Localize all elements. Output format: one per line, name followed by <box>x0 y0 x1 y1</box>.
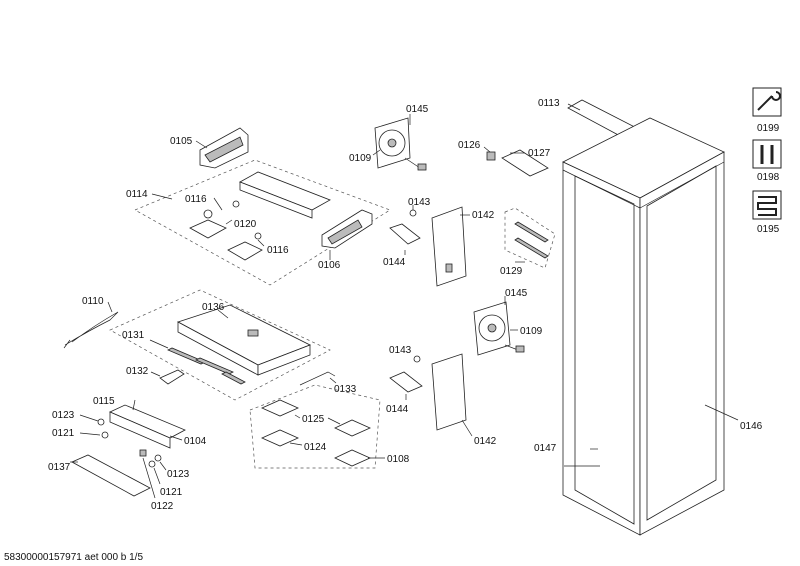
part-0142-cover-a <box>431 206 467 287</box>
zone-top-left <box>134 159 391 286</box>
part-0123-screw-b <box>154 454 162 462</box>
heating-coil-icon <box>752 190 782 220</box>
label-0121-b: 0121 <box>160 487 183 498</box>
label-0113: 0113 <box>538 98 560 109</box>
part-0125-filter-a <box>261 399 299 417</box>
label-0147: 0147 <box>534 443 557 454</box>
zone-bottom <box>249 384 381 469</box>
label-0144-b: 0144 <box>386 404 409 415</box>
label-0146: 0146 <box>740 421 763 432</box>
label-0122: 0122 <box>151 501 174 512</box>
label-0127: 0127 <box>528 148 551 159</box>
label-0109-a: 0109 <box>349 153 372 164</box>
part-0144-holder-a <box>389 223 421 245</box>
label-0115: 0115 <box>93 396 115 407</box>
part-0123-screw-a <box>97 418 105 426</box>
part-0105-bracket <box>199 127 249 169</box>
wrench-icon <box>752 87 782 117</box>
label-0143-a: 0143 <box>408 197 431 208</box>
label-0132: 0132 <box>126 366 149 377</box>
label-0125: 0125 <box>302 414 325 425</box>
part-0129-strip-b <box>514 237 549 259</box>
label-0116-b: 0116 <box>267 245 289 256</box>
part-0108-filter <box>334 449 371 467</box>
part-0110-cable <box>63 311 119 349</box>
part-0131-rails <box>167 347 246 385</box>
part-0129-strip-a <box>514 221 549 243</box>
label-0105: 0105 <box>170 136 193 147</box>
label-0129: 0129 <box>500 266 523 277</box>
label-0145-b: 0145 <box>505 288 528 299</box>
label-0121-a: 0121 <box>52 428 75 439</box>
part-0121-screw-a <box>101 431 109 439</box>
part-0143-screw-b <box>413 355 421 363</box>
label-0145-a: 0145 <box>406 104 429 115</box>
part-cabinet-body <box>562 117 725 536</box>
label-0106: 0106 <box>318 260 341 271</box>
label-0108: 0108 <box>387 454 410 465</box>
part-0125-filter-b <box>334 419 371 437</box>
part-0137-foil <box>71 454 151 497</box>
document-id-footer: 58300000157971 aet 000 b 1/5 <box>4 552 144 563</box>
label-0123-a: 0123 <box>52 410 75 421</box>
part-0132-clip <box>159 369 185 385</box>
label-0110: 0110 <box>82 296 104 307</box>
part-0109-fan-bottom <box>473 301 525 356</box>
part-0114-rail <box>239 171 331 219</box>
label-0114: 0114 <box>126 189 148 200</box>
part-0122-knob <box>139 449 147 457</box>
label-0124: 0124 <box>304 442 327 453</box>
label-0120: 0120 <box>234 219 257 230</box>
label-0109-b: 0109 <box>520 326 543 337</box>
part-0121-screw-b <box>148 460 156 468</box>
part-0143-screw-a <box>409 209 417 217</box>
part-0133-sensor <box>299 371 336 386</box>
label-0126: 0126 <box>458 140 481 151</box>
part-0106-bracket <box>321 209 373 249</box>
part-0144-holder-b <box>389 371 423 393</box>
part-0136-tray <box>176 304 311 376</box>
label-0133: 0133 <box>334 384 357 395</box>
label-0143-b: 0143 <box>389 345 412 356</box>
part-0126-switch <box>486 151 496 161</box>
part-0116-knob-a <box>189 209 227 239</box>
label-0131: 0131 <box>122 330 145 341</box>
label-0195: 0195 <box>757 224 780 235</box>
zone-middle <box>109 289 331 401</box>
label-0104: 0104 <box>184 436 207 447</box>
label-0144-a: 0144 <box>383 257 406 268</box>
part-0116-knob-b <box>227 200 263 261</box>
part-0104-control-panel <box>109 404 186 449</box>
part-0109-fan-top <box>374 117 427 171</box>
label-0136: 0136 <box>202 302 225 313</box>
label-0142-a: 0142 <box>472 210 495 221</box>
part-0142-cover-b <box>431 353 467 431</box>
label-0116-a: 0116 <box>185 194 207 205</box>
label-0199: 0199 <box>757 123 780 134</box>
screws-icon <box>752 139 782 169</box>
part-0124-filter-a <box>261 429 299 447</box>
label-0198: 0198 <box>757 172 780 183</box>
zone-0129 <box>504 207 556 269</box>
label-0137: 0137 <box>48 462 71 473</box>
label-0142-b: 0142 <box>474 436 497 447</box>
label-0123-b: 0123 <box>167 469 190 480</box>
